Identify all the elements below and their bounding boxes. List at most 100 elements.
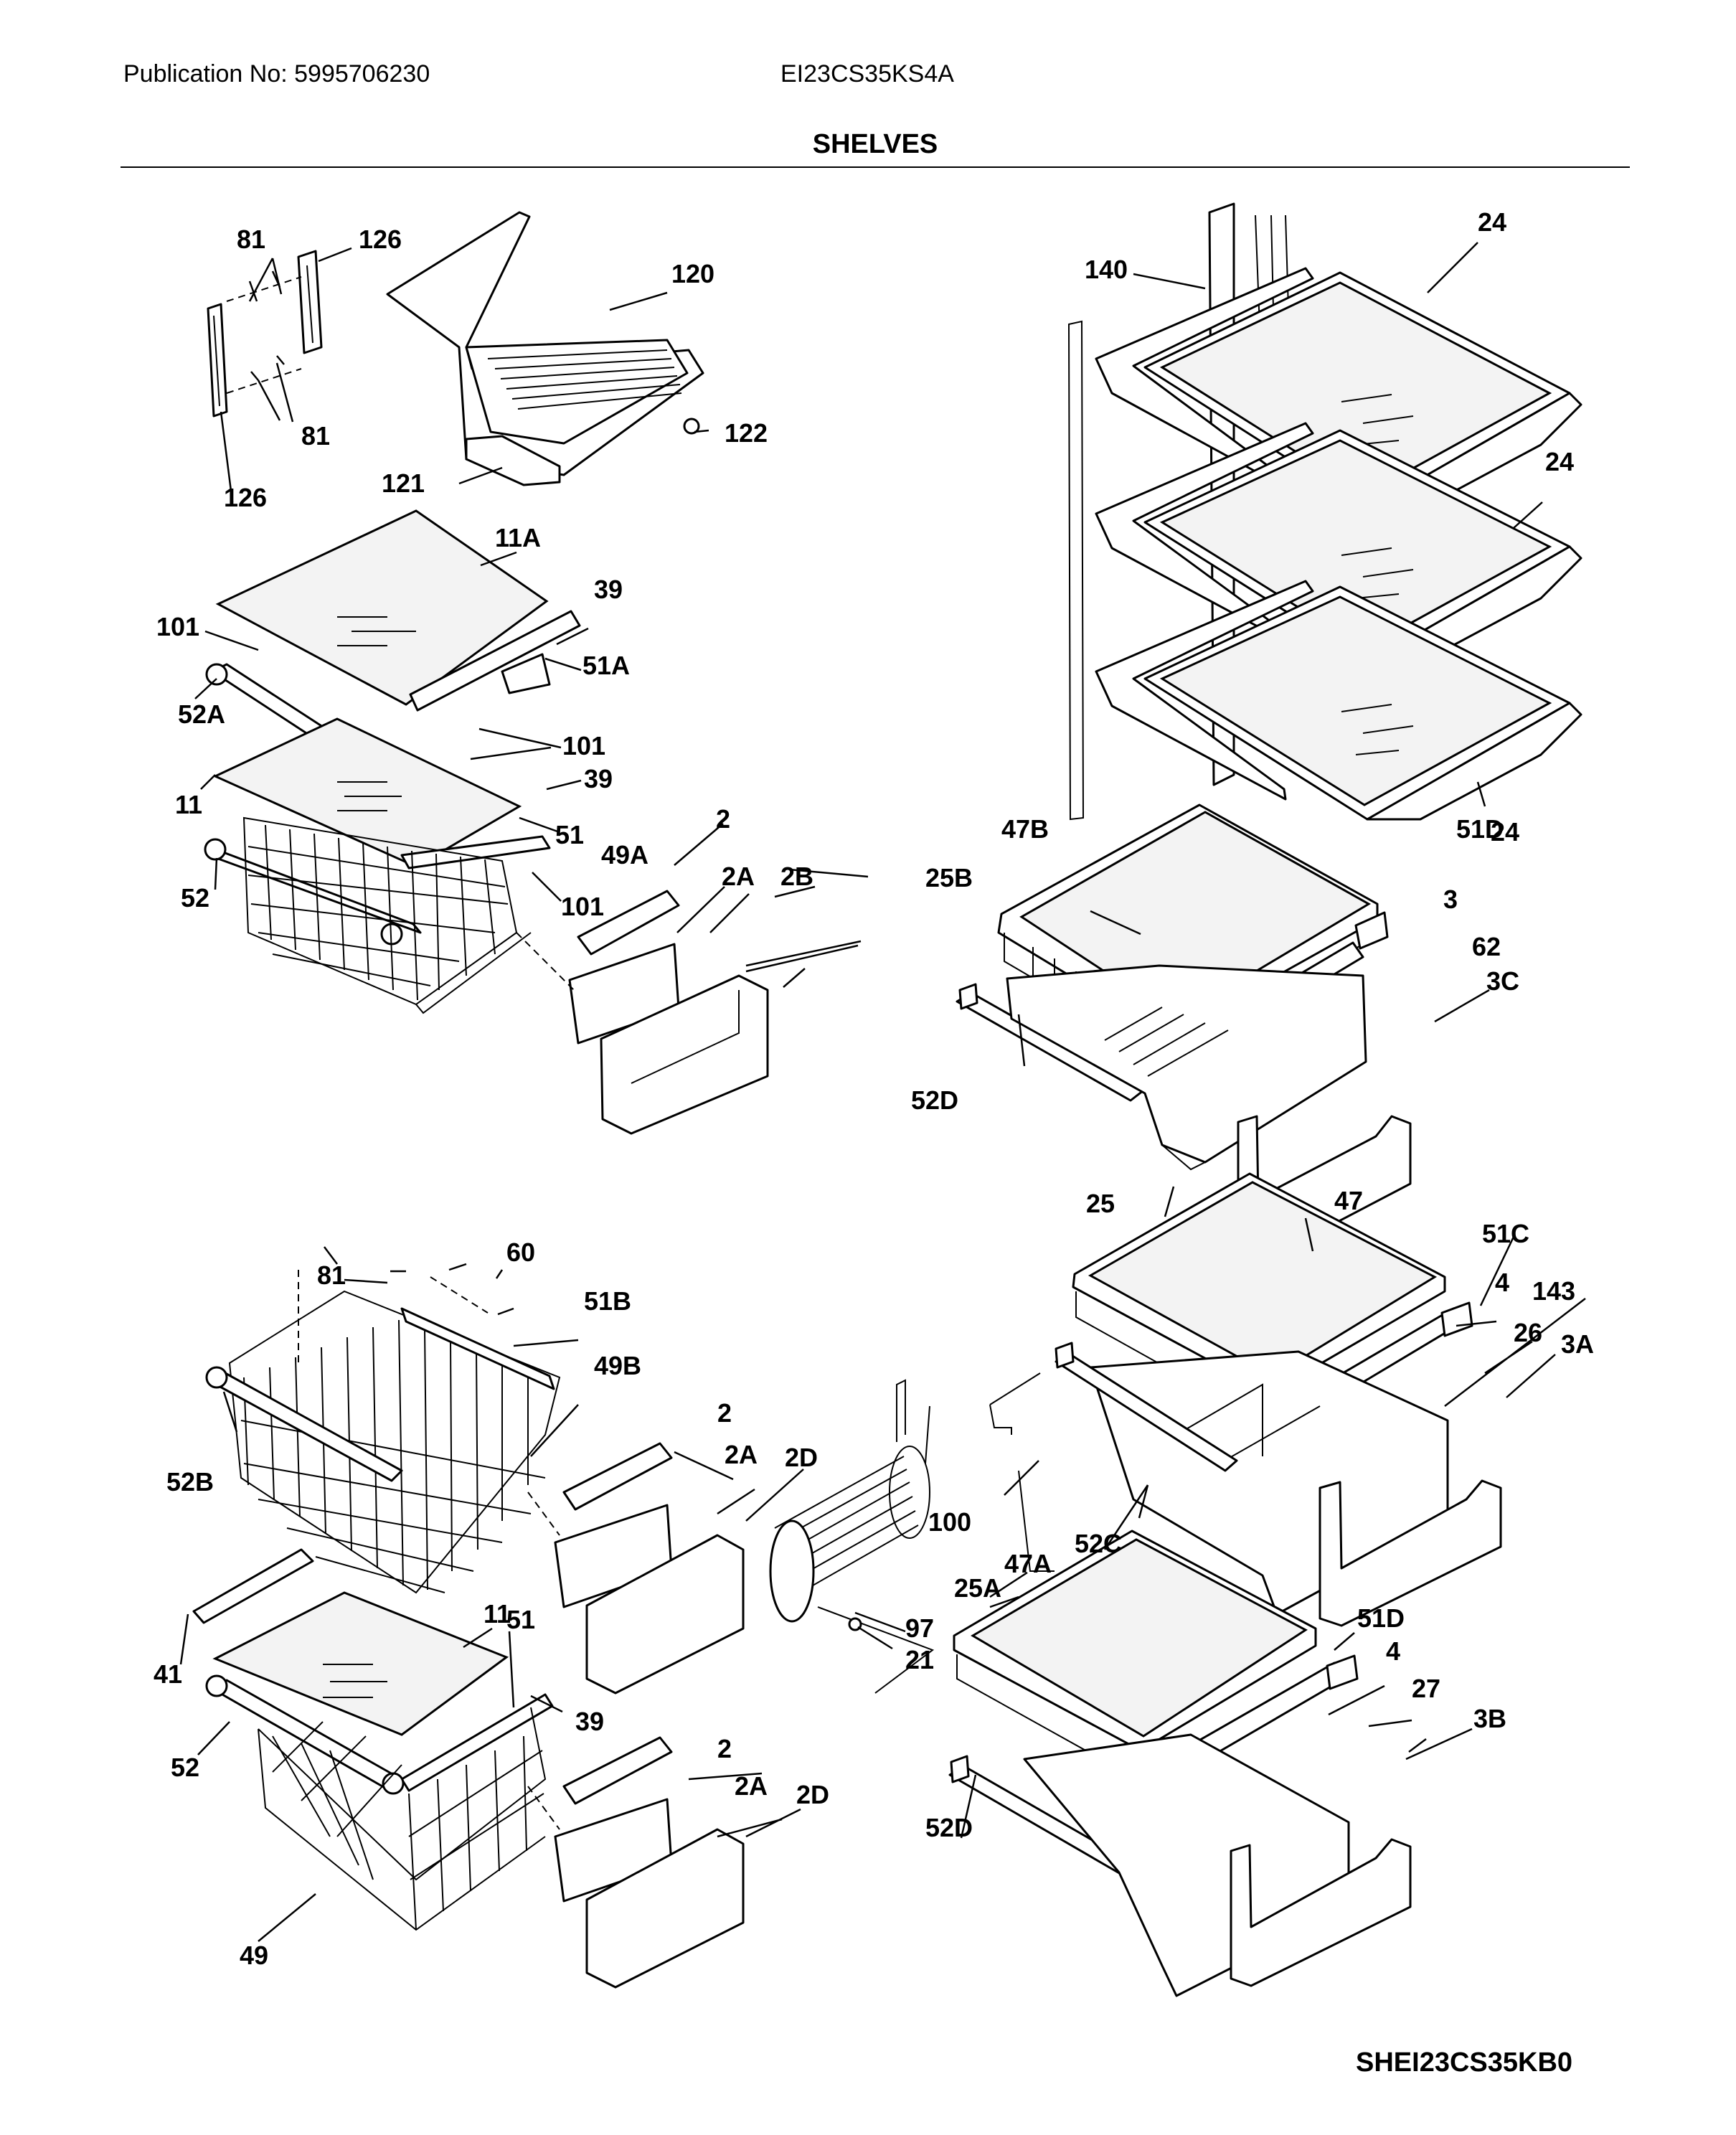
section-title: SHELVES	[812, 129, 938, 159]
callout-47: 47	[1334, 1186, 1363, 1215]
callout-39: 39	[594, 575, 623, 604]
callout-3B: 3B	[1473, 1704, 1506, 1733]
callout-leader-lines	[179, 242, 1586, 1942]
callout-2A: 2A	[725, 1440, 758, 1469]
callout-81: 81	[317, 1260, 346, 1290]
basket-front-cover-left	[516, 890, 769, 1135]
callout-47B: 47B	[1001, 814, 1049, 844]
callout-62: 62	[1472, 932, 1501, 961]
callout-120: 120	[671, 259, 714, 288]
cabinet-outline	[989, 1372, 1055, 1572]
callout-52C: 52C	[1075, 1529, 1122, 1558]
wire-basket-49	[205, 1674, 554, 1931]
callout-2: 2	[716, 804, 730, 834]
publication-number: Publication No: 5995706230	[123, 60, 430, 88]
callout-3C: 3C	[1486, 966, 1519, 996]
callout-3A: 3A	[1561, 1329, 1594, 1359]
glass-shelf-24-bottom	[1095, 580, 1582, 821]
callout-39: 39	[584, 764, 613, 793]
callout-81: 81	[301, 421, 330, 451]
callout-122: 122	[725, 418, 768, 448]
diagram-code: SHEI23CS35KB0	[1356, 2047, 1573, 2078]
callout-60: 60	[506, 1238, 535, 1267]
callout-51: 51	[506, 1605, 535, 1634]
callout-11: 11	[175, 790, 202, 819]
header-divider	[121, 166, 1630, 168]
callout-4: 4	[1495, 1268, 1509, 1297]
callout-143: 143	[1532, 1276, 1575, 1306]
freezer-shelf-bracket-left	[207, 250, 323, 418]
crisper-cover-25A	[953, 1530, 1359, 1785]
callout-25B: 25B	[925, 863, 973, 892]
model-number: EI23CS35KS4A	[780, 60, 954, 88]
callout-2D: 2D	[796, 1780, 829, 1809]
callout-26: 26	[1514, 1318, 1542, 1347]
callout-3: 3	[1443, 885, 1458, 914]
callout-49B: 49B	[594, 1351, 641, 1380]
callout-25: 25	[1086, 1189, 1115, 1218]
basket-rail-41	[192, 1548, 314, 1624]
crisper-cover-25	[1072, 1172, 1473, 1429]
callout-2D: 2D	[785, 1443, 818, 1472]
callout-51A: 51A	[582, 651, 630, 680]
callout-101: 101	[156, 612, 199, 641]
heater-coil-97	[769, 1379, 935, 1694]
callout-2: 2	[717, 1398, 732, 1428]
drawer-front-3B	[1230, 1838, 1412, 1987]
callout-126: 126	[224, 483, 267, 512]
callout-140: 140	[1085, 255, 1128, 284]
glass-shelf-11-lower	[212, 1591, 509, 1736]
callout-121: 121	[382, 468, 425, 498]
callout-100: 100	[928, 1507, 971, 1537]
callout-47A: 47A	[1004, 1549, 1052, 1578]
callout-51D: 51D	[1357, 1603, 1405, 1633]
callout-101: 101	[562, 731, 605, 760]
freezer-shelf-120	[386, 211, 704, 486]
callout-2A: 2A	[722, 862, 755, 891]
callout-11A: 11A	[495, 523, 541, 552]
callout-25A: 25A	[954, 1573, 1001, 1603]
callout-52B: 52B	[166, 1467, 214, 1497]
basket-front-cover-bottom	[527, 1736, 745, 1989]
callout-27: 27	[1412, 1674, 1440, 1703]
callout-126: 126	[359, 225, 402, 254]
callout-24: 24	[1545, 447, 1574, 476]
wire-basket-49B	[205, 1290, 561, 1594]
callout-labels: 81 126 120 140 24 81 122 121 126 11A 24 …	[154, 207, 1594, 1970]
callout-52D: 52D	[925, 1813, 973, 1842]
glass-shelf-11A	[215, 509, 549, 706]
callout-52D: 52D	[911, 1085, 958, 1115]
bracket-screws	[226, 270, 302, 394]
drawer-front-3A	[1318, 1479, 1502, 1627]
callout-51D: 51D	[1456, 814, 1504, 844]
callout-51B: 51B	[584, 1286, 631, 1316]
callout-52: 52	[181, 883, 209, 913]
basket-front-cover-middle	[527, 1442, 745, 1695]
callout-11: 11	[483, 1599, 511, 1629]
callout-41: 41	[154, 1659, 182, 1689]
callout-51C: 51C	[1482, 1219, 1529, 1248]
callout-24: 24	[1478, 207, 1506, 237]
callout-39: 39	[575, 1707, 604, 1736]
wire-basket-49A	[204, 816, 551, 1014]
callout-24: 24	[1491, 817, 1519, 847]
callout-97: 97	[905, 1613, 934, 1643]
crisper-rail-52C	[1055, 1342, 1238, 1472]
callout-2A: 2A	[735, 1771, 768, 1801]
callout-21: 21	[905, 1645, 934, 1674]
callout-51: 51	[555, 820, 584, 849]
callout-2: 2	[717, 1734, 732, 1763]
callout-49A: 49A	[601, 840, 648, 869]
glass-shelf-24-middle	[1095, 422, 1582, 664]
crisper-drawer-62	[1006, 964, 1367, 1171]
callout-52A: 52A	[178, 699, 225, 729]
basket-screws-60	[298, 1246, 514, 1363]
callout-52: 52	[171, 1753, 199, 1782]
callout-101: 101	[561, 892, 604, 921]
callout-49: 49	[240, 1941, 268, 1970]
callout-4: 4	[1386, 1636, 1400, 1666]
callout-2B: 2B	[780, 862, 813, 891]
glass-shelf-11	[212, 717, 522, 868]
callout-81: 81	[237, 225, 265, 254]
